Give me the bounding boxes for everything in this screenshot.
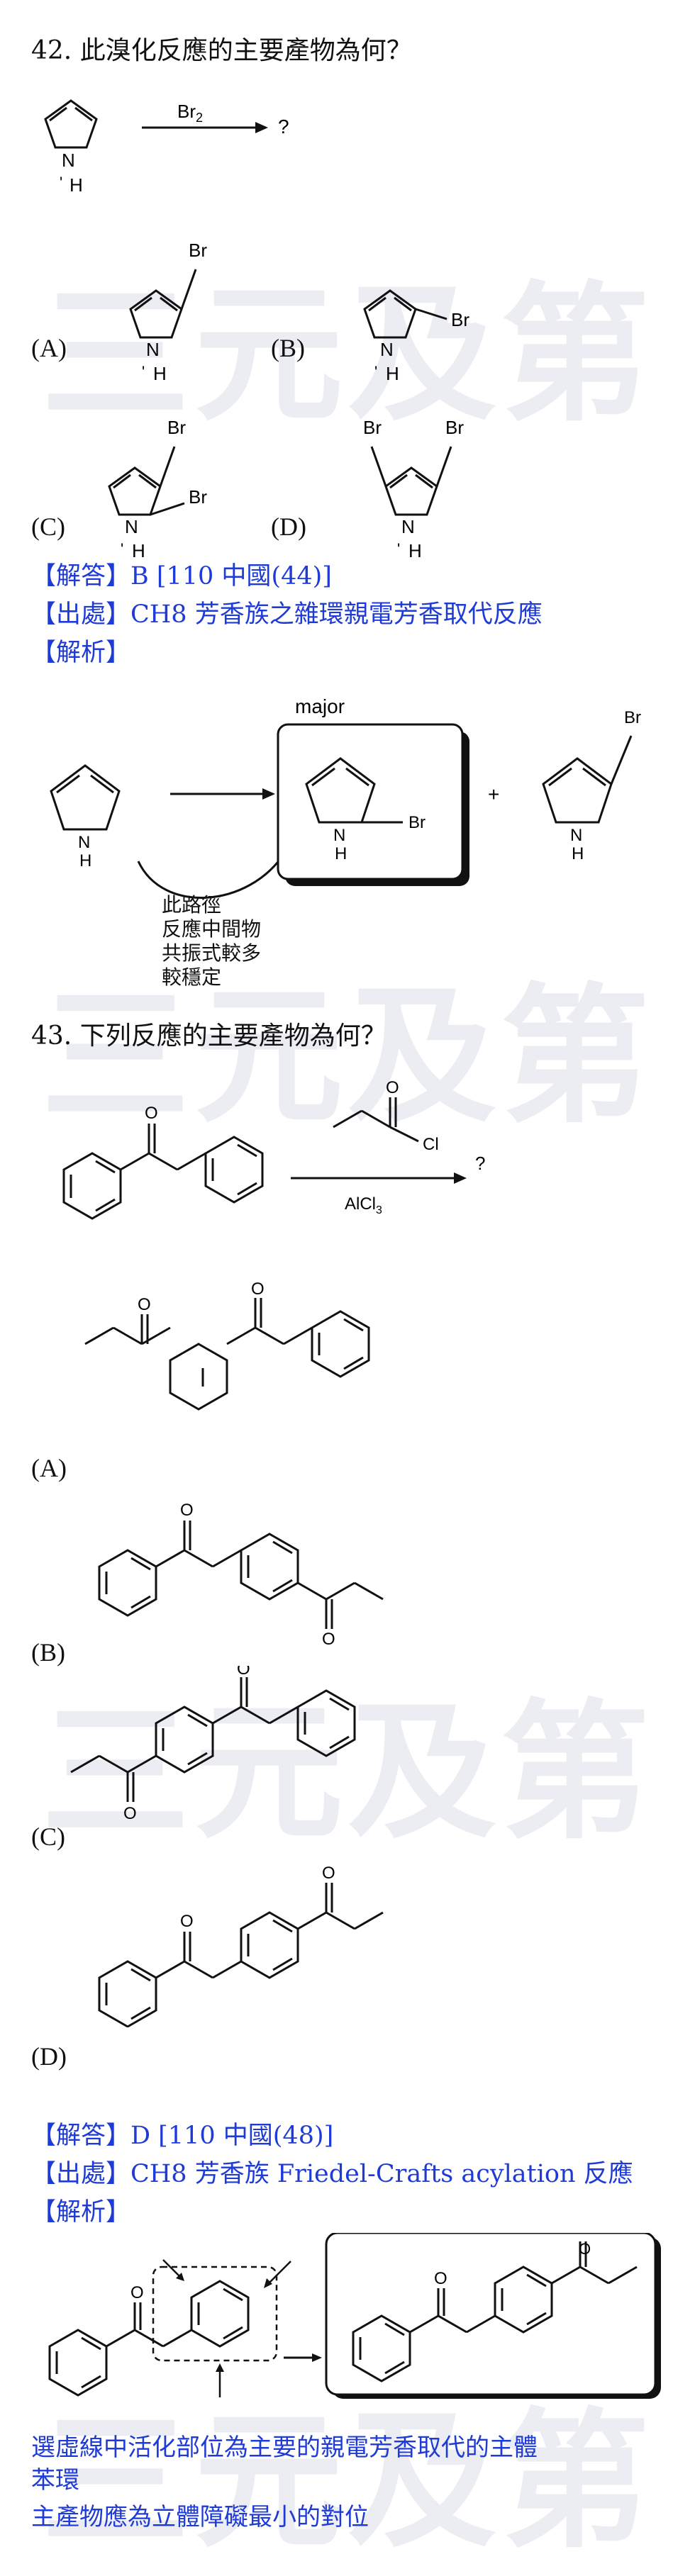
- svg-text:Br: Br: [189, 240, 207, 261]
- svg-text:O: O: [434, 2269, 447, 2288]
- plus-sign: +: [488, 783, 499, 805]
- svg-text:Br: Br: [408, 813, 426, 832]
- svg-text:O: O: [322, 1864, 335, 1883]
- option-d-label: (D): [271, 513, 306, 541]
- nitrogen-label: N: [62, 150, 75, 171]
- svg-text:Cl: Cl: [423, 1135, 439, 1154]
- q43-analysis-heading: 【解析】: [31, 2198, 131, 2227]
- svg-text:Br: Br: [167, 417, 186, 438]
- svg-text:H: H: [132, 540, 145, 560]
- svg-text:O: O: [180, 1501, 194, 1520]
- major-product-box: [277, 723, 464, 880]
- svg-text:Br: Br: [451, 309, 469, 330]
- svg-text:H: H: [335, 844, 347, 863]
- product-placeholder: ?: [475, 1153, 485, 1174]
- q43-option-c-structure: O O: [70, 1666, 356, 1823]
- q42-source: 【出處】CH8 芳香族之雜環親電芳香取代反應: [31, 600, 543, 629]
- q43-option-a-structure: O O: [84, 1279, 370, 1411]
- svg-text:N: N: [380, 339, 394, 360]
- option-a-label: (A): [31, 1454, 67, 1482]
- pyrrole-structure: [44, 99, 98, 149]
- svg-text:': ': [121, 540, 123, 558]
- q43-reaction-scheme: O O Cl AlCl3 ?: [62, 1078, 485, 1220]
- svg-text:O: O: [180, 1912, 194, 1931]
- option-b-label: (B): [271, 334, 305, 362]
- svg-text:N: N: [401, 516, 415, 537]
- svg-text:O: O: [130, 2283, 144, 2302]
- svg-text:N: N: [125, 516, 138, 537]
- option-c-label: (C): [31, 1822, 65, 1851]
- q42-options-ab: Br N ' H Br N ' H: [129, 240, 469, 383]
- svg-text:Br: Br: [445, 417, 464, 438]
- question-43-title: 43. 下列反應的主要產物為何？: [31, 1021, 387, 1051]
- svg-text:O: O: [579, 2240, 591, 2258]
- q42-analysis-scheme: major N H N H Br + Br N H: [50, 695, 641, 899]
- svg-text:H: H: [79, 851, 91, 870]
- svg-text:N: N: [78, 833, 90, 852]
- q42-note: 此路徑 反應中間物 共振式較多 較穩定: [162, 893, 262, 989]
- q43-option-d-structure: O O: [98, 1864, 384, 2027]
- question-42-title: 42. 此溴化反應的主要產物為何？: [31, 36, 412, 65]
- svg-text:': ': [374, 363, 377, 381]
- q43-source: 【出處】CH8 芳香族 Friedel-Crafts acylation 反應: [31, 2160, 633, 2188]
- svg-text:H: H: [386, 363, 399, 383]
- option-d-label: (D): [31, 2042, 67, 2071]
- svg-text:O: O: [251, 1279, 265, 1299]
- svg-text:H: H: [572, 844, 584, 863]
- svg-text:AlCl3: AlCl3: [345, 1194, 382, 1216]
- svg-text:Br: Br: [363, 417, 382, 438]
- product-placeholder: ?: [278, 116, 289, 138]
- option-b-label: (B): [31, 1638, 65, 1667]
- q42-answer: 【解答】B [110 中國(44)]: [31, 562, 332, 590]
- q42-analysis-heading: 【解析】: [31, 639, 131, 667]
- svg-text:Br: Br: [189, 486, 207, 508]
- svg-text:': ': [397, 540, 400, 558]
- q43-analysis-scheme: O O O: [48, 2233, 661, 2399]
- svg-text:Br2: Br2: [177, 101, 203, 125]
- major-product-box: [325, 2233, 657, 2396]
- q43-option-b-structure: O O: [98, 1501, 384, 1645]
- svg-text:': ': [60, 174, 62, 191]
- q43-explanation: 選虛線中活化部位為主要的親電芳香取代的主體 苯環 主產物應為立體障礙最小的對位: [31, 2434, 538, 2531]
- svg-text:O: O: [322, 1630, 335, 1645]
- svg-text:N: N: [146, 339, 160, 360]
- option-c-label: (C): [31, 513, 65, 541]
- svg-text:N: N: [570, 826, 582, 845]
- hydrogen-label: H: [70, 174, 83, 196]
- option-a-label: (A): [31, 334, 67, 362]
- svg-text:O: O: [138, 1295, 151, 1314]
- svg-text:O: O: [145, 1104, 158, 1123]
- q42-reaction-scheme: N ' H Br2 ?: [44, 99, 289, 196]
- svg-text:H: H: [408, 540, 422, 560]
- svg-text:O: O: [237, 1666, 250, 1679]
- major-label: major: [295, 695, 345, 717]
- svg-text:N: N: [333, 826, 345, 845]
- q43-answer: 【解答】D [110 中國(48)]: [31, 2122, 334, 2150]
- svg-text:': ': [142, 363, 145, 381]
- svg-text:O: O: [386, 1078, 399, 1097]
- svg-text:H: H: [153, 363, 167, 383]
- q42-options-cd: Br Br N ' H Br Br N ' H: [108, 417, 464, 560]
- svg-text:Br: Br: [624, 708, 641, 727]
- activation-site-box: [152, 2266, 278, 2362]
- svg-text:O: O: [123, 1804, 137, 1823]
